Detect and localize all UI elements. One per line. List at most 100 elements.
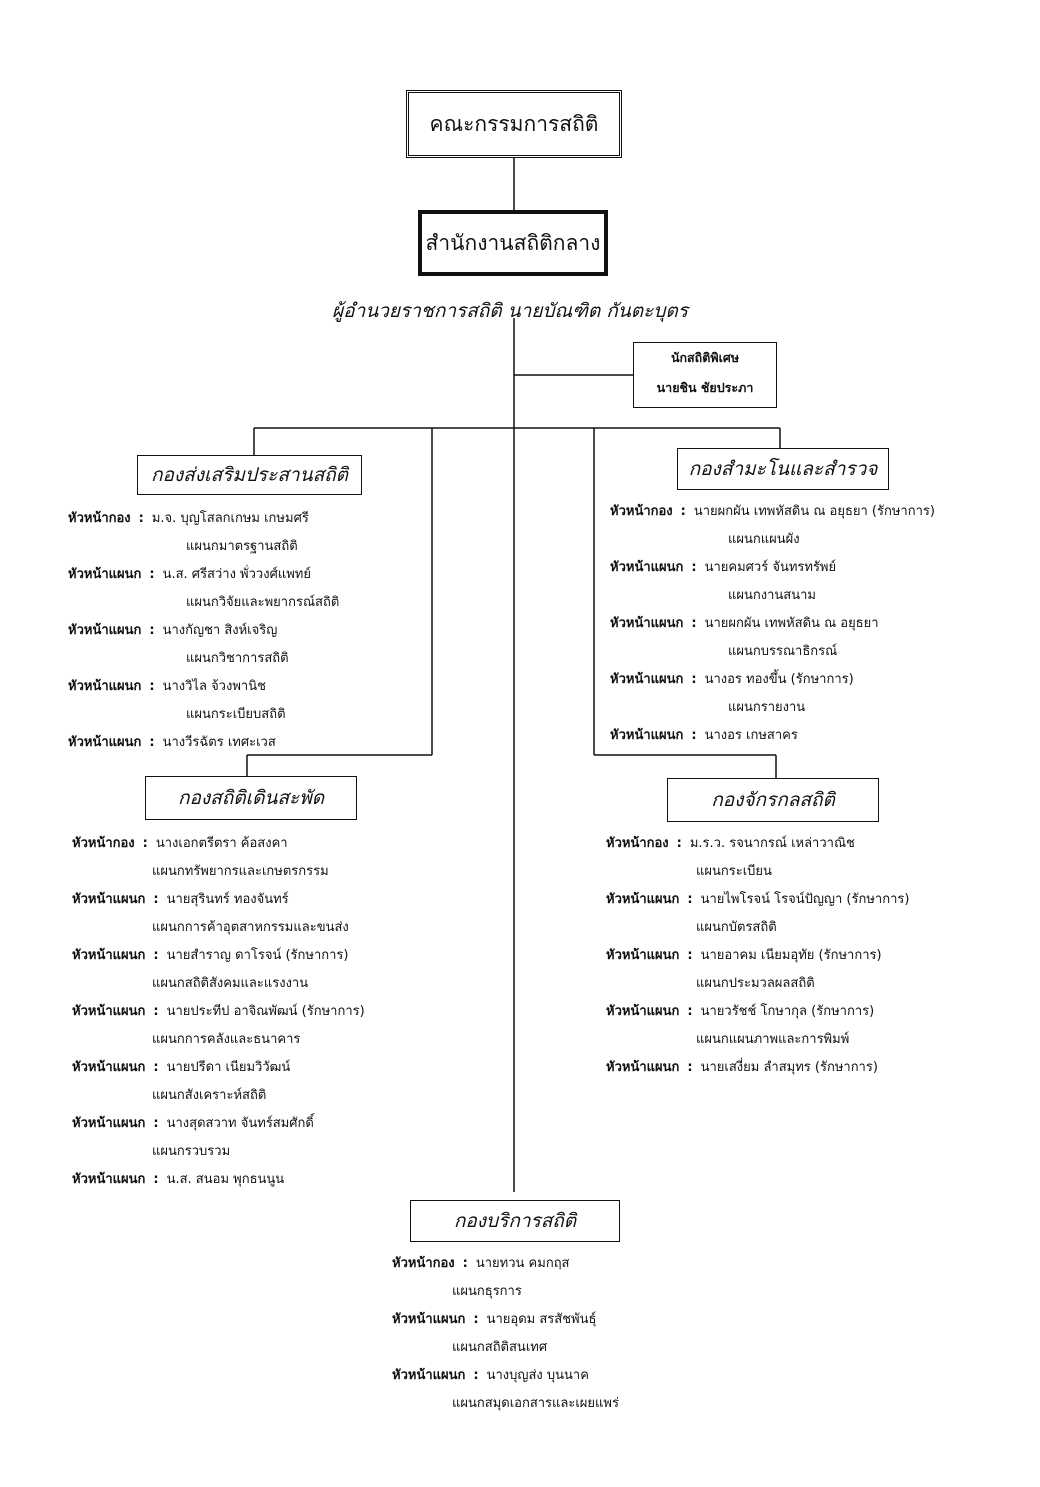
staff-name: ม.ร.ว. รจนากรณ์ เหล่าวาณิช: [689, 836, 855, 851]
division-title-current: กองสถิติเดินสะพัด: [177, 787, 325, 809]
section-name: แผนกสถิติสังคมและแรงงาน: [152, 976, 309, 991]
section-name: แผนกงานสนาม: [728, 588, 816, 603]
division-title-census: กองสำมะโนและสำรวจ: [688, 458, 878, 480]
staff-name: น.ส. ศรีสว่าง พั่ววงศ์แพทย์: [162, 567, 311, 582]
staff-colon: :: [691, 728, 697, 743]
special-statistician-box: นักสถิติพิเศษ นายชิน ชัยประภา: [633, 342, 777, 408]
section-name: แผนกธุรการ: [452, 1284, 522, 1299]
special-statistician-title: นักสถิติพิเศษ: [670, 350, 740, 365]
staff-row: หัวหน้าแผนก:นายปรีดา เนียมวิวัฒน์: [72, 1056, 290, 1077]
staff-role: หัวหน้าแผนก: [72, 948, 146, 963]
section-name: แผนกมาตรฐานสถิติ: [186, 539, 298, 554]
staff-row: หัวหน้ากอง:นางเอกตรีตรา ค้อสงคา: [72, 832, 288, 853]
staff-colon: :: [153, 1172, 159, 1187]
staff-row: หัวหน้าแผนก: น.ส. ศรีสว่าง พั่ววงศ์แพทย์: [68, 563, 311, 584]
staff-list-census: หัวหน้ากอง:นายผกผัน เทพหัสดิน ณ อยุธยา (…: [610, 500, 1030, 750]
section-name: แผนกรายงาน: [728, 700, 806, 715]
staff-role: หัวหน้าแผนก: [68, 735, 142, 750]
staff-role: หัวหน้าแผนก: [392, 1368, 466, 1383]
committee-box: คณะกรรมการสถิติ: [406, 90, 622, 158]
staff-name: นายประทีป อาจิณพัฒน์ (รักษาการ): [166, 1004, 365, 1019]
division-box-census: กองสำมะโนและสำรวจ: [677, 448, 889, 490]
division-box-current: กองสถิติเดินสะพัด: [145, 776, 357, 820]
staff-name: นายวรัชช์ โกษากุล (รักษาการ): [700, 1004, 875, 1019]
staff-row: หัวหน้าแผนก: นายอุดม สรสัชพันธุ์: [392, 1308, 596, 1329]
staff-row: หัวหน้าแผนก:นางบุญส่ง บุนนาค: [392, 1364, 589, 1385]
section-name: แผนกสังเคราะห์สถิติ: [152, 1088, 267, 1103]
division-box-promotion: กองส่งเสริมประสานสถิติ: [137, 455, 362, 495]
staff-colon: :: [473, 1312, 479, 1327]
staff-row: หัวหน้าแผนก: นายอาคม เนียมอุทัย (รักษาการ…: [606, 944, 882, 965]
staff-list-current: หัวหน้ากอง:นางเอกตรีตรา ค้อสงคาแผนกทรัพย…: [72, 832, 472, 1187]
staff-role: หัวหน้าแผนก: [606, 892, 680, 907]
staff-name: นายปรีดา เนียมวิวัฒน์: [166, 1060, 291, 1075]
staff-colon: :: [149, 679, 155, 694]
staff-colon: :: [691, 616, 697, 631]
section-name: แผนกการคลังและธนาคาร: [152, 1032, 301, 1047]
staff-name: นายสำราญ ดาโรจน์ (รักษาการ): [166, 948, 349, 963]
staff-row: หัวหน้ากอง:นายผกผัน เทพหัสดิน ณ อยุธยา (…: [610, 500, 935, 521]
staff-name: นางอร ทองขึ้น (รักษาการ): [704, 672, 854, 687]
staff-row: หัวหน้าแผนก:นางกัญชา สิงห์เจริญ: [68, 619, 277, 640]
staff-row: หัวหน้าแผนก:นายคมศวร์ จันทรทรัพย์: [610, 556, 836, 577]
staff-role: หัวหน้ากอง: [392, 1256, 455, 1271]
staff-colon: :: [687, 948, 693, 963]
staff-role: หัวหน้าแผนก: [610, 728, 684, 743]
staff-colon: :: [153, 948, 159, 963]
staff-row: หัวหน้ากอง:นายทวน คมกฤส: [392, 1252, 570, 1273]
section-name: แผนกแผนภาพและการพิมพ์: [696, 1032, 850, 1047]
staff-colon: :: [680, 504, 686, 519]
staff-role: หัวหน้ากอง: [606, 836, 669, 851]
staff-colon: :: [153, 892, 159, 907]
staff-role: หัวหน้าแผนก: [72, 1116, 146, 1131]
staff-name: นายสุรินทร์ ทองจันทร์: [166, 892, 289, 907]
staff-colon: :: [473, 1368, 479, 1383]
section-name: แผนกการค้าอุตสาหกรรมและขนส่ง: [152, 920, 349, 935]
staff-row: หัวหน้าแผนก:นางวีรฉัตร เทศะเวส: [68, 731, 276, 752]
staff-name: นางกัญชา สิงห์เจริญ: [162, 623, 278, 638]
staff-row: หัวหน้าแผนก:นายเสงี่ยม ลำสมุทร (รักษาการ…: [606, 1056, 878, 1077]
staff-role: หัวหน้ากอง: [72, 836, 135, 851]
staff-role: หัวหน้าแผนก: [72, 1060, 146, 1075]
staff-row: หัวหน้าแผนก: นางอร เกษสาคร: [610, 724, 798, 745]
staff-name: นายผกผัน เทพหัสดิน ณ อยุธยา (รักษาการ): [693, 504, 935, 519]
staff-colon: :: [149, 567, 155, 582]
staff-colon: :: [149, 735, 155, 750]
division-title-promotion: กองส่งเสริมประสานสถิติ: [150, 464, 349, 486]
staff-colon: :: [691, 672, 697, 687]
section-name: แผนกบรรณาธิกรณ์: [728, 644, 838, 659]
staff-role: หัวหน้าแผนก: [72, 892, 146, 907]
staff-row: หัวหน้าแผนก:นางสุดสวาท จันทร์สมศักดิ์: [72, 1112, 314, 1133]
staff-name: นายไพโรจน์ โรจน์ปัญญา (รักษาการ): [700, 892, 910, 907]
staff-colon: :: [149, 623, 155, 638]
staff-role: หัวหน้าแผนก: [68, 567, 142, 582]
section-name: แผนกประมวลผลสถิติ: [696, 976, 815, 991]
staff-name: นายผกผัน เทพหัสดิน ณ อยุธยา: [704, 616, 879, 631]
staff-colon: :: [687, 892, 693, 907]
staff-list-promotion: หัวหน้ากอง:ม.จ. บุญโสลกเกษม เกษมศรีแผนกม…: [68, 507, 428, 757]
staff-colon: :: [153, 1004, 159, 1019]
staff-role: หัวหน้าแผนก: [392, 1312, 466, 1327]
staff-name: นายอุดม สรสัชพันธุ์: [486, 1312, 597, 1327]
staff-name: นางวิไล จ้วงพานิช: [162, 679, 266, 694]
staff-row: หัวหน้าแผนก: นางวิไล จ้วงพานิช: [68, 675, 266, 696]
section-name: แผนกระเบียบสถิติ: [186, 707, 286, 722]
staff-row: หัวหน้ากอง:ม.ร.ว. รจนากรณ์ เหล่าวาณิช: [606, 832, 855, 853]
staff-row: หัวหน้าแผนก: นายไพโรจน์ โรจน์ปัญญา (รักษา…: [606, 888, 909, 909]
division-box-mechanical: กองจักรกลสถิติ: [667, 778, 879, 822]
staff-name: นางอร เกษสาคร: [704, 728, 798, 743]
staff-colon: :: [691, 560, 697, 575]
staff-role: หัวหน้าแผนก: [68, 679, 142, 694]
special-statistician-name: นายชิน ชัยประภา: [656, 380, 754, 395]
staff-row: หัวหน้าแผนก:นายประทีป อาจิณพัฒน์ (รักษาก…: [72, 1000, 365, 1021]
staff-name: นายเสงี่ยม ลำสมุทร (รักษาการ): [700, 1060, 878, 1075]
staff-colon: :: [687, 1004, 693, 1019]
staff-role: หัวหน้าแผนก: [606, 948, 680, 963]
staff-role: หัวหน้าแผนก: [72, 1172, 146, 1187]
staff-colon: :: [138, 511, 144, 526]
staff-role: หัวหน้าแผนก: [610, 672, 684, 687]
staff-colon: :: [687, 1060, 693, 1075]
staff-name: นายอาคม เนียมอุทัย (รักษาการ): [700, 948, 882, 963]
committee-title: คณะกรรมการสถิติ: [429, 111, 599, 136]
